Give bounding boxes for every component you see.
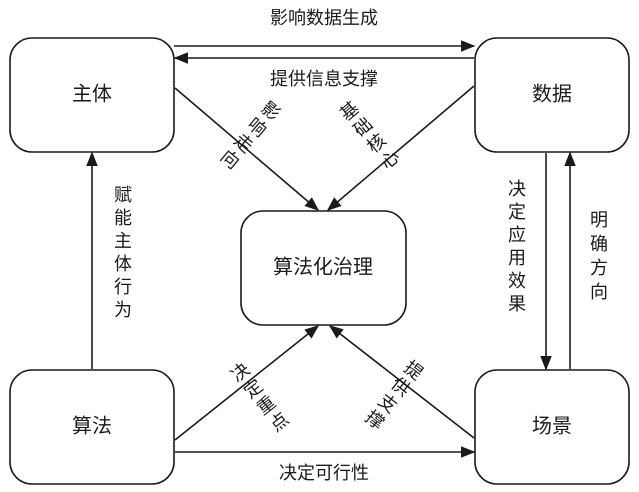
svg-text:影响走向: 影响走向 bbox=[216, 98, 284, 174]
arrow-subject-to-center bbox=[174, 87, 320, 211]
node-center-label: 算法化治理 bbox=[273, 255, 373, 279]
node-center: 算法化治理 bbox=[240, 210, 407, 326]
arrow-algorithm-to-center bbox=[174, 325, 320, 441]
label-basic-core: 基础核心 bbox=[336, 98, 404, 174]
node-scene-label: 场景 bbox=[532, 414, 572, 438]
svg-text:基础核心: 基础核心 bbox=[336, 98, 404, 174]
arrow-data-to-center bbox=[326, 85, 475, 211]
label-influence-direction: 影响走向 bbox=[216, 98, 284, 174]
label-clarify-direction: 明确方向 bbox=[590, 210, 608, 303]
svg-text:决定重点: 决定重点 bbox=[227, 359, 293, 436]
node-subject: 主体 bbox=[9, 37, 175, 153]
node-subject-label: 主体 bbox=[72, 82, 112, 106]
svg-text:提供支撑: 提供支撑 bbox=[361, 357, 427, 434]
label-decide-key-points: 决定重点 bbox=[227, 359, 293, 436]
arrow-scene-to-center bbox=[328, 325, 475, 439]
node-scene: 场景 bbox=[474, 369, 630, 485]
label-decide-feasibility: 决定可行性 bbox=[279, 463, 369, 484]
label-empower-subject-behavior: 赋能主体行为 bbox=[114, 185, 132, 321]
label-provide-support: 提供支撑 bbox=[361, 357, 427, 434]
node-data: 数据 bbox=[474, 37, 630, 153]
node-algorithm: 算法 bbox=[9, 369, 175, 485]
label-decide-application-effect: 决定应用效果 bbox=[508, 179, 526, 315]
node-data-label: 数据 bbox=[532, 82, 572, 106]
label-provide-info-support: 提供信息支撑 bbox=[270, 69, 378, 90]
node-algorithm-label: 算法 bbox=[72, 414, 112, 438]
label-influence-data-generation: 影响数据生成 bbox=[270, 8, 378, 29]
